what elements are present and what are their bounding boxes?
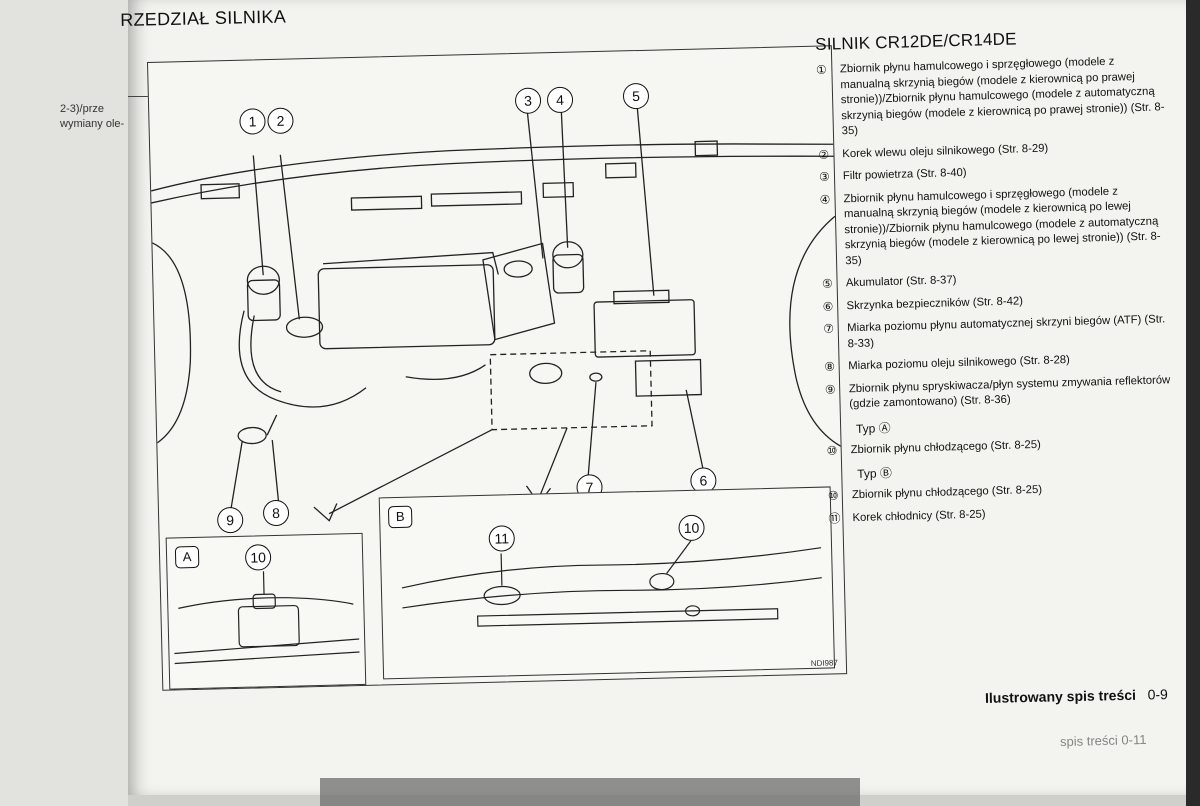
radiator-drawing [401, 540, 822, 627]
footer-bleedthrough: spis treści 0-11 [1059, 731, 1147, 750]
engine-diagram: 1 2 3 4 5 6 7 8 9 A 10 B 11 10 [147, 45, 848, 691]
document-code: NDI987 [810, 658, 838, 668]
type-b-label: Typ Ⓑ [857, 466, 893, 481]
section-header: RZEDZIAŁ SILNIKA [120, 6, 287, 30]
coolant-reservoir-drawing [174, 571, 360, 665]
engine-bay-drawing [150, 106, 841, 522]
type-a-label: Typ Ⓐ [855, 420, 891, 436]
inset-type-b: B 11 10 [378, 486, 836, 680]
inset-b-label: B [387, 505, 413, 529]
inset-a-label: A [174, 545, 200, 569]
footer-label: Ilustrowany spis treści [984, 686, 1137, 706]
footer-page-number: 0-9 [1147, 686, 1169, 703]
inset-type-a: A 10 [165, 532, 367, 690]
right-edge [1186, 0, 1200, 806]
left-page-strip [0, 0, 128, 806]
side-note-line-2: wymiany ole- [60, 118, 125, 130]
bottom-shadow [320, 778, 860, 806]
side-note-line-1: 2-3)/prze [60, 103, 105, 115]
